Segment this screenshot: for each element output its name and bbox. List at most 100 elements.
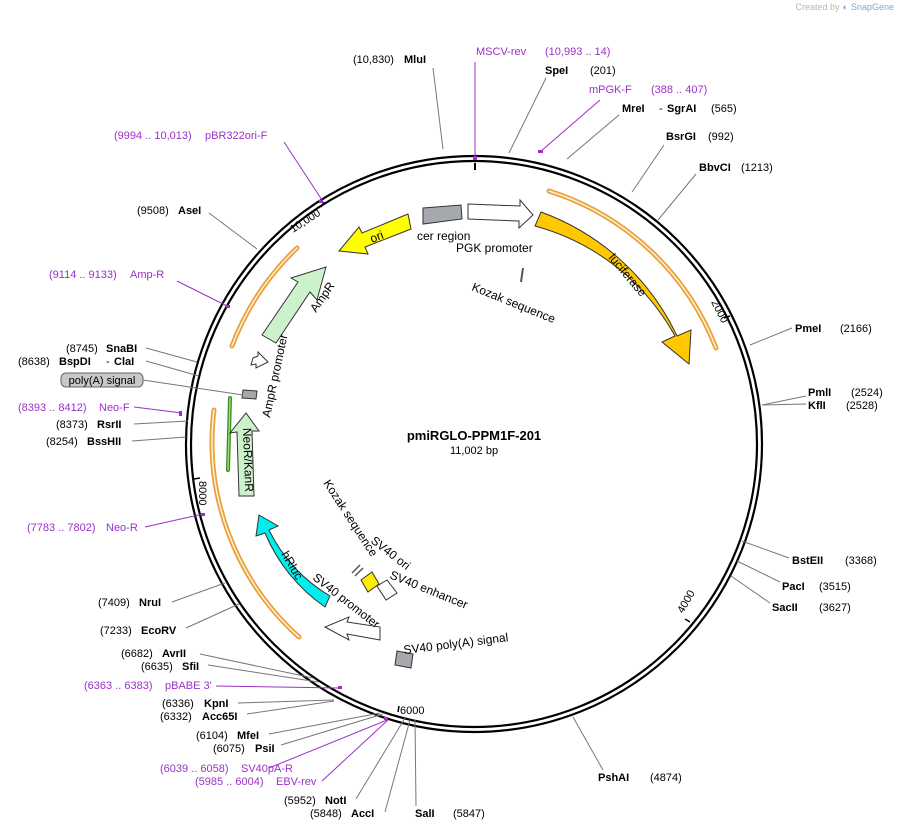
- enzyme-rsrii-pos: (8373): [56, 419, 88, 431]
- plasmid-size: 11,002 bp: [450, 445, 498, 457]
- leader-ebv: [321, 719, 389, 782]
- polya-pill-label: poly(A) signal: [69, 375, 136, 387]
- leader-snabi: [145, 347, 198, 363]
- label-sv40-polya: SV40 poly(A) signal: [403, 630, 509, 657]
- leader-paci: [736, 560, 781, 583]
- primer-mpgk-name: mPGK-F: [589, 84, 632, 96]
- tick-10000: [320, 201, 325, 208]
- primer-mark-pbr: [319, 200, 323, 203]
- primer-neo-f-range: (8393 .. 8412): [18, 402, 87, 414]
- enzyme-mlui: MluI: [404, 54, 426, 66]
- feature-ori: [338, 213, 412, 255]
- enzyme-nrui-pos: (7409): [98, 597, 130, 609]
- enzyme-bsteii-pos: (3368): [845, 555, 877, 567]
- enzyme-clai: ClaI: [114, 356, 134, 368]
- primer-pbr-range: (9994 .. 10,013): [114, 130, 192, 142]
- leader-pmli: [761, 395, 807, 406]
- leader-sfii: [207, 664, 319, 683]
- primer-neo-r-name: Neo-R: [106, 522, 138, 534]
- enzyme-acci: AccI: [351, 808, 374, 820]
- enzyme-sacii: SacII: [772, 602, 798, 614]
- enzyme-sacii-pos: (3627): [819, 602, 851, 614]
- enzyme-acci-pos: (5848): [310, 808, 342, 820]
- enzyme-avrii-pos: (6682): [121, 648, 153, 660]
- orf-hrluc-core: [211, 409, 300, 638]
- enzyme-kpni-pos: (6336): [162, 698, 194, 710]
- enzyme-bspdi: BspDI: [59, 356, 91, 368]
- primer-neo-r-range: (7783 .. 7802): [27, 522, 96, 534]
- feature-sv40-polya: [394, 650, 414, 669]
- tick-8000: [193, 477, 201, 480]
- label-sv40-enhancer: SV40 enhancer: [388, 568, 470, 612]
- enzyme-bsrgi-pos: (992): [708, 131, 734, 143]
- leader-bsrgi: [631, 144, 665, 193]
- label-ampr-promoter: AmpR promoter: [259, 333, 290, 419]
- leader-acci: [384, 719, 411, 813]
- tick-label-4000: 4000: [675, 588, 698, 615]
- leader-bbvci: [657, 173, 697, 221]
- primer-mark-neo-f: [179, 411, 182, 416]
- label-ori: ori: [368, 228, 386, 246]
- leader-neo-r: [144, 513, 204, 528]
- snapgene-credit: Created by ◐ SnapGene: [795, 2, 894, 12]
- leader-bsshii: [131, 436, 187, 442]
- ruler-ticks: [193, 201, 731, 713]
- tick-4000: [684, 618, 691, 623]
- primer-amp-r-range: (9114 .. 9133): [49, 269, 117, 281]
- primer-mark-neo-r: [201, 513, 205, 516]
- enzyme-noti: NotI: [325, 795, 346, 807]
- enzyme-pshai-pos: (4874): [650, 772, 682, 784]
- primer-mpgk-range: (388 .. 407): [651, 84, 707, 96]
- enzyme-paci-pos: (3515): [819, 581, 851, 593]
- enzyme-asei-pos: (9508): [137, 205, 169, 217]
- leader-pshai: [572, 716, 604, 771]
- enzyme-acc65i: Acc65I: [202, 711, 237, 723]
- enzyme-labels-right: SpeI (201) MreI - SgrAI (565) BsrGI (992…: [415, 65, 883, 820]
- tick-label-2000: 2000: [708, 298, 730, 325]
- primer-mscv-name: MSCV-rev: [476, 46, 527, 58]
- orf-luciferase-core: [548, 190, 717, 349]
- enzyme-sfii: SfiI: [182, 661, 199, 673]
- leader-bsteii: [741, 540, 790, 559]
- primer-pbr-name: pBR322ori-F: [205, 130, 268, 142]
- enzyme-bbvci: BbvCI: [699, 162, 731, 174]
- enzyme-rsrii: RsrII: [97, 419, 121, 431]
- feature-neokan: [228, 412, 260, 497]
- feature-ampr-promoter: [250, 350, 269, 369]
- enzyme-nrui: NruI: [139, 597, 161, 609]
- leader-mfei: [268, 712, 381, 735]
- enzyme-mrei-dash: -: [659, 103, 663, 115]
- credit-brand: SnapGene: [850, 2, 894, 12]
- enzyme-noti-pos: (5952): [284, 795, 316, 807]
- leader-clai: [145, 360, 200, 377]
- enzyme-bsshii-pos: (8254): [46, 436, 78, 448]
- leader-sacii: [730, 575, 771, 604]
- leader-mrei: [566, 114, 620, 160]
- feature-kozak-2: [351, 564, 361, 574]
- enzyme-pshai: PshAI: [598, 772, 629, 784]
- enzyme-mrei-pos: (565): [711, 103, 737, 115]
- primer-pbabe-name: pBABE 3': [165, 680, 212, 692]
- enzyme-leaders: [131, 67, 807, 813]
- credit-prefix: Created by: [795, 2, 840, 12]
- primer-sv40pa-name: SV40pA-R: [241, 763, 293, 775]
- primer-labels: MSCV-rev (10,993 .. 14) mPGK-F (388 .. 4…: [18, 46, 707, 788]
- enzyme-avrii: AvrII: [162, 648, 186, 660]
- feature-luciferase: [534, 211, 692, 366]
- primer-neo-f-name: Neo-F: [99, 402, 130, 414]
- enzyme-mfei-pos: (6104): [196, 730, 228, 742]
- label-pgk-promoter: PGK promoter: [456, 241, 533, 255]
- primer-mark-pbabe: [338, 686, 342, 689]
- enzyme-sali: SalI: [415, 808, 435, 820]
- primer-pbabe-range: (6363 .. 6383): [84, 680, 153, 692]
- leader-mpgk: [539, 99, 601, 153]
- primer-leaders: [133, 62, 601, 782]
- enzyme-bspdi-dash: -: [106, 356, 110, 368]
- enzyme-spei: SpeI: [545, 65, 568, 77]
- enzyme-mrei: MreI: [622, 103, 645, 115]
- enzyme-ecorv: EcoRV: [141, 625, 177, 637]
- leader-pmei: [749, 327, 793, 346]
- feature-sv40-enhancer: [376, 579, 398, 601]
- tick-6000: [397, 705, 400, 713]
